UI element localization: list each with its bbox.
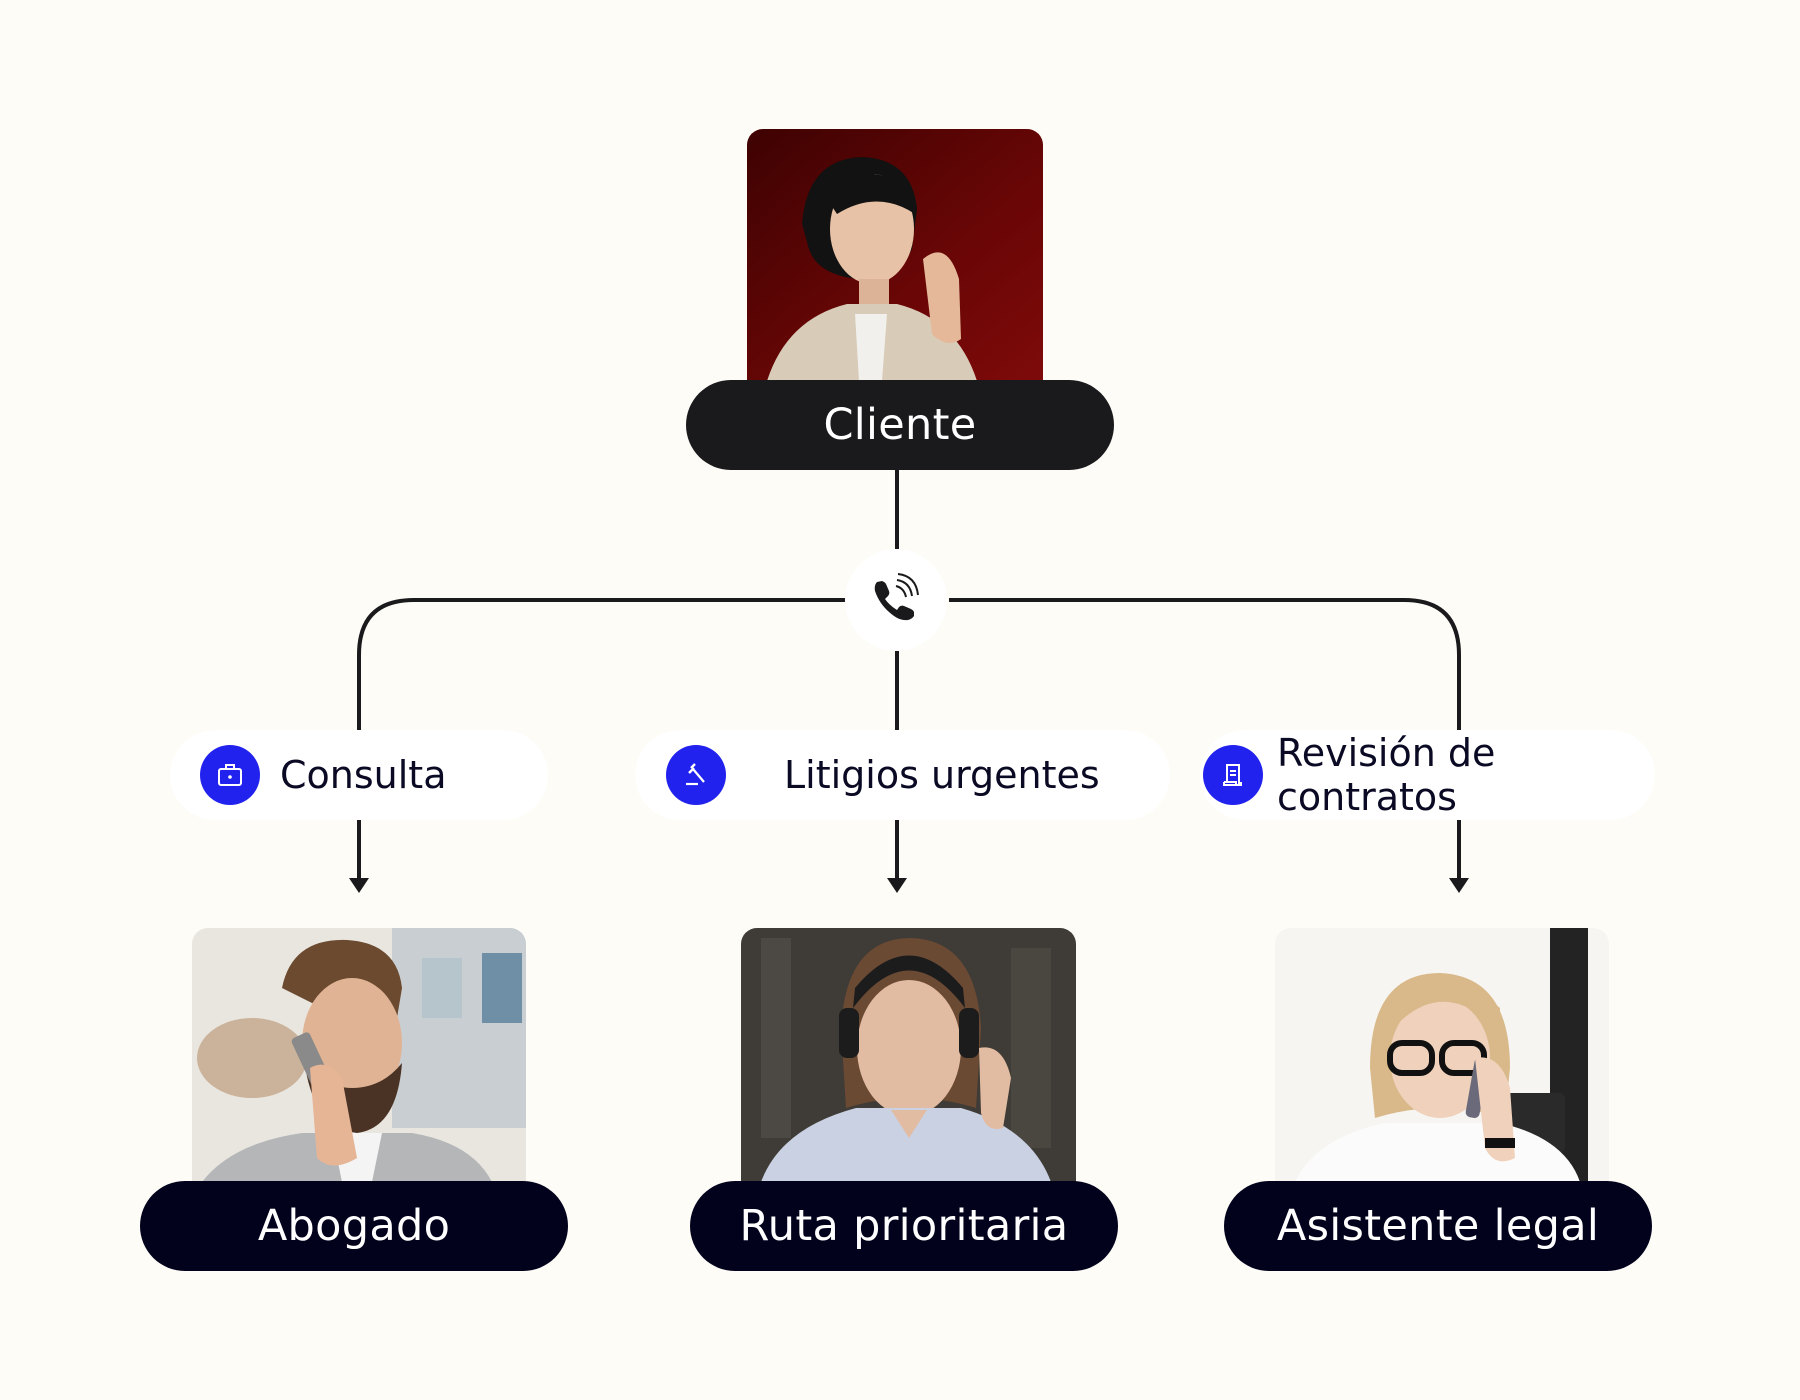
asistente-legal-label-pill: Asistente legal: [1224, 1181, 1652, 1271]
connector-hub-to-left: [357, 598, 845, 730]
route-litigios-label: Litigios urgentes: [784, 753, 1100, 797]
briefcase-icon: [200, 745, 260, 805]
cliente-label-pill: Cliente: [686, 380, 1114, 470]
ruta-prioritaria-label: Ruta prioritaria: [739, 1201, 1069, 1251]
ruta-prioritaria-photo: [741, 928, 1076, 1182]
route-consulta-label: Consulta: [280, 753, 447, 797]
abogado-label: Abogado: [257, 1201, 451, 1251]
call-hub: [845, 549, 947, 651]
route-revision-contratos[interactable]: Revisión de contratos: [1200, 730, 1655, 820]
bearded-man-on-phone-image: [192, 928, 526, 1182]
abogado-label-pill: Abogado: [140, 1181, 568, 1271]
phone-ringing-icon: [874, 573, 919, 621]
woman-with-headset-image: [741, 928, 1076, 1182]
route-consulta[interactable]: Consulta: [170, 730, 548, 820]
ruta-prioritaria-label-pill: Ruta prioritaria: [690, 1181, 1118, 1271]
arrow-center-head: [887, 878, 907, 893]
asistente-legal-photo: [1275, 928, 1609, 1182]
cliente-photo: [747, 129, 1043, 381]
connector-hub-to-right: [949, 598, 1461, 730]
route-revision-label: Revisión de contratos: [1277, 731, 1496, 819]
arrow-right-head: [1449, 878, 1469, 893]
blonde-woman-on-phone-image: [1275, 928, 1609, 1182]
abogado-photo: [192, 928, 526, 1182]
arrow-left-head: [349, 878, 369, 893]
woman-on-phone-image: [747, 129, 1043, 381]
asistente-legal-label: Asistente legal: [1276, 1201, 1600, 1251]
cliente-label: Cliente: [823, 400, 977, 450]
gavel-icon: [666, 745, 726, 805]
document-scroll-icon: [1203, 745, 1263, 805]
route-litigios-urgentes[interactable]: Litigios urgentes: [635, 730, 1170, 820]
